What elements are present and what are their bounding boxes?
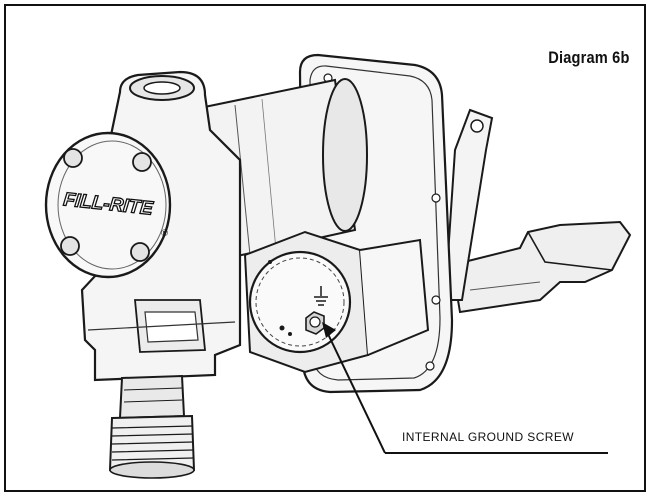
junction-box xyxy=(243,230,430,374)
ground-symbol-icon xyxy=(314,286,328,306)
pump-cover-plate: FILL-RITE ® xyxy=(44,131,172,279)
ground-screw-icon xyxy=(305,311,325,335)
ground-screw-callout-label: INTERNAL GROUND SCREW xyxy=(402,430,574,444)
nozzle-holder xyxy=(450,220,632,314)
registered-mark: ® xyxy=(160,229,169,239)
lever-arm xyxy=(443,108,494,301)
inlet-fitting xyxy=(108,374,196,479)
diagram-title: Diagram 6b xyxy=(548,48,630,67)
callout-leader xyxy=(322,322,608,454)
